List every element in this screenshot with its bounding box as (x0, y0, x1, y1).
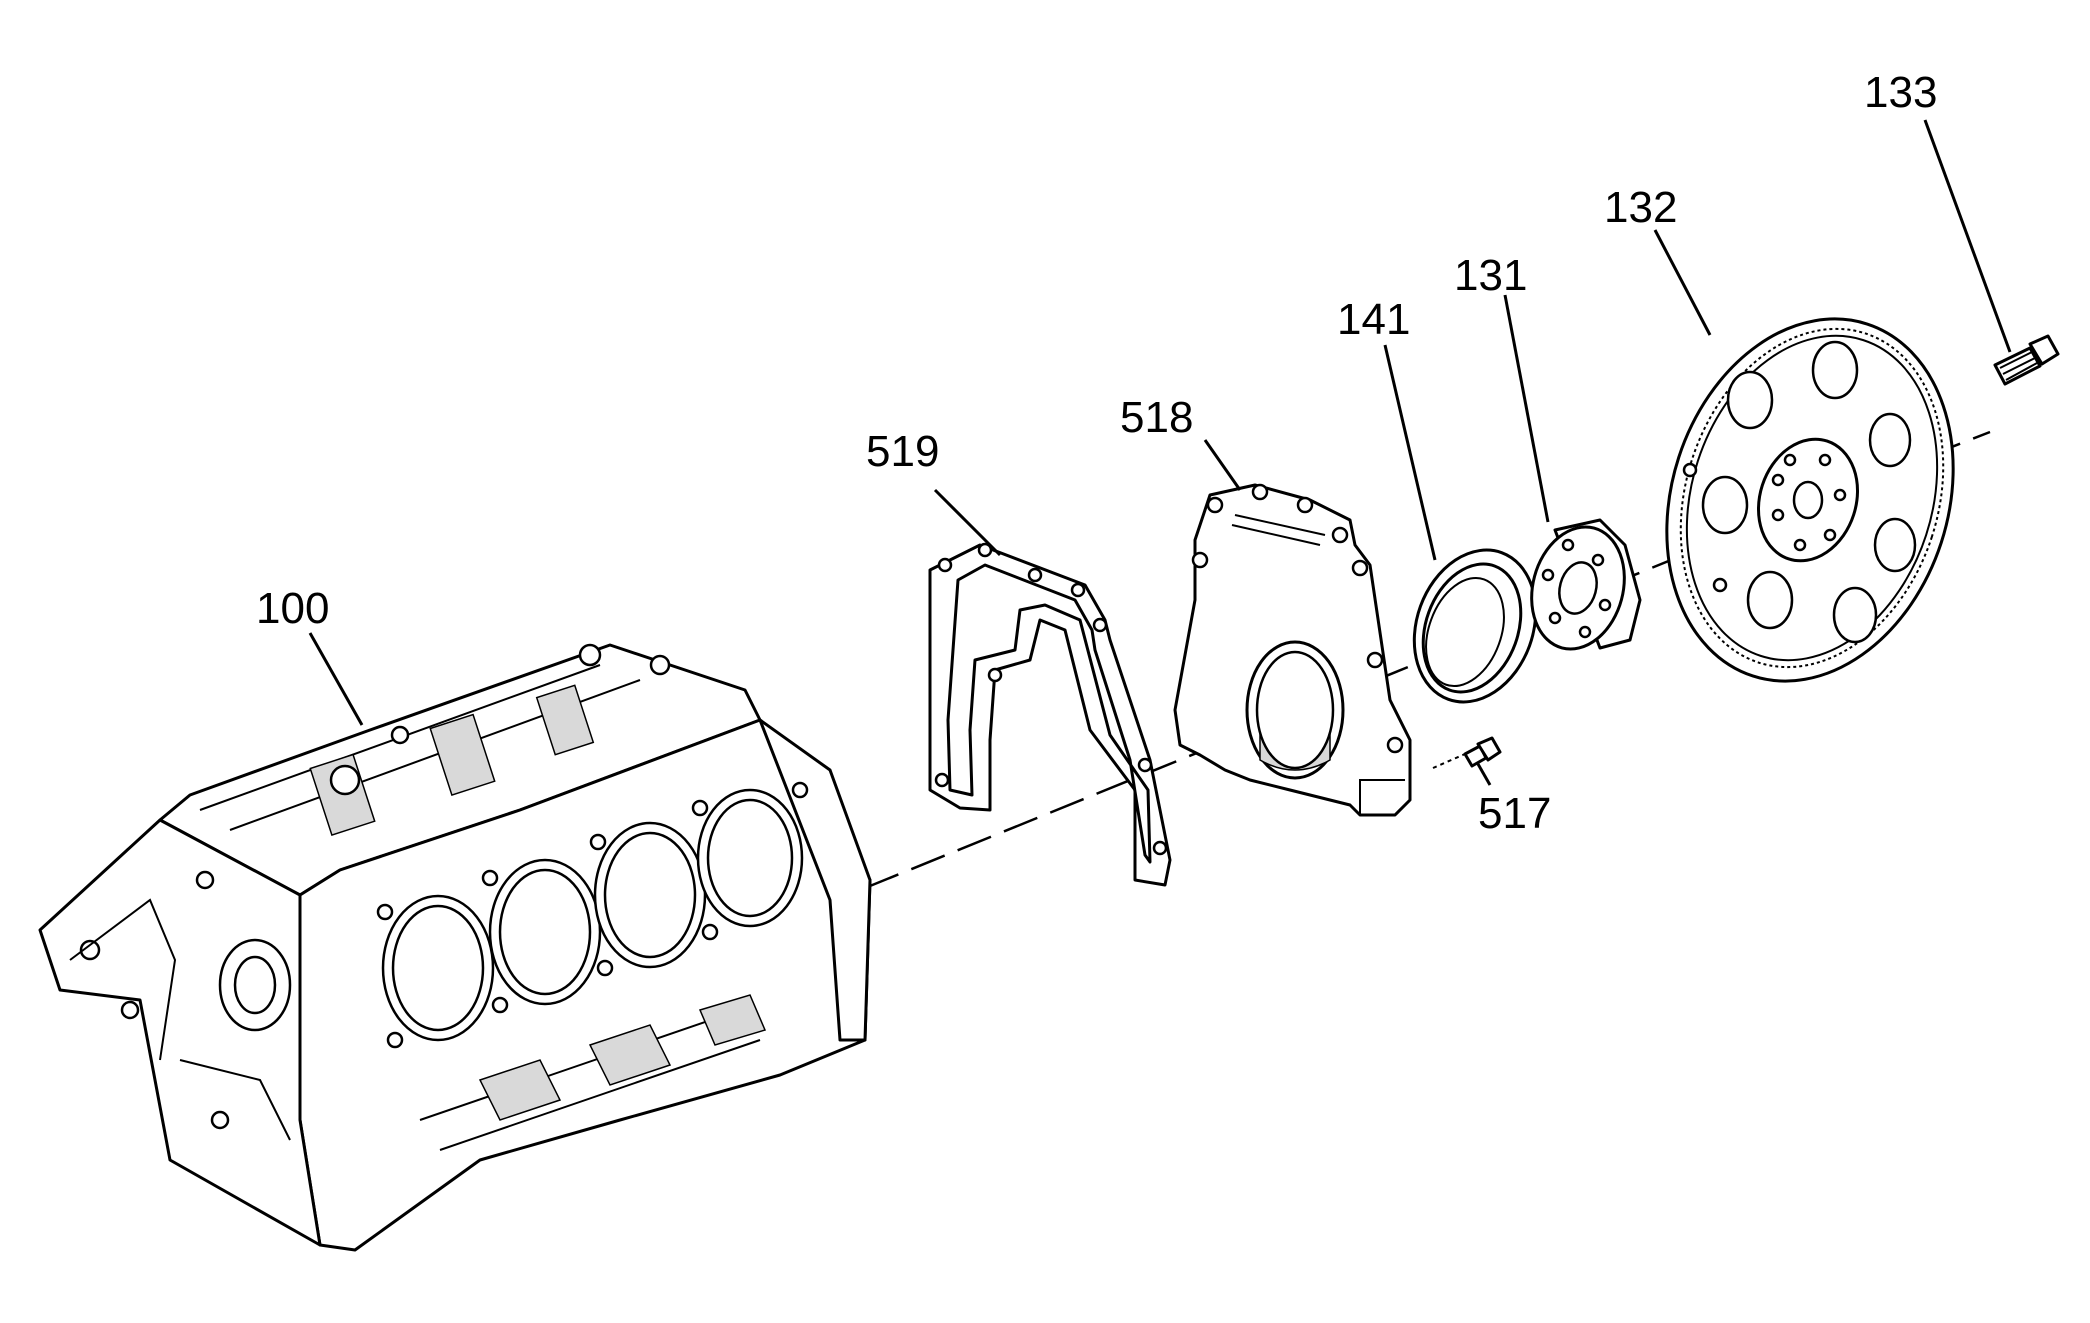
engine-block (38, 643, 872, 1252)
label-133: 133 (1864, 68, 1937, 117)
flexplate-bolt (1993, 334, 2060, 386)
label-131: 131 (1454, 251, 1527, 300)
rear-cover-gasket (928, 542, 1172, 887)
label-518: 518 (1120, 393, 1193, 442)
label-519: 519 (866, 427, 939, 476)
rear-cover (1173, 483, 1412, 817)
crankshaft-rear-seal (1412, 548, 1538, 704)
label-141: 141 (1337, 295, 1410, 344)
leader-lines (308, 119, 2012, 786)
label-517: 517 (1478, 789, 1551, 838)
flexplate (1665, 317, 1955, 683)
label-132: 132 (1604, 183, 1677, 232)
part-labels: 100 519 518 141 131 132 133 517 (256, 68, 1937, 838)
label-100: 100 (256, 584, 329, 633)
crankshaft-spacer (1530, 518, 1642, 651)
cover-bolt (1432, 736, 1502, 769)
